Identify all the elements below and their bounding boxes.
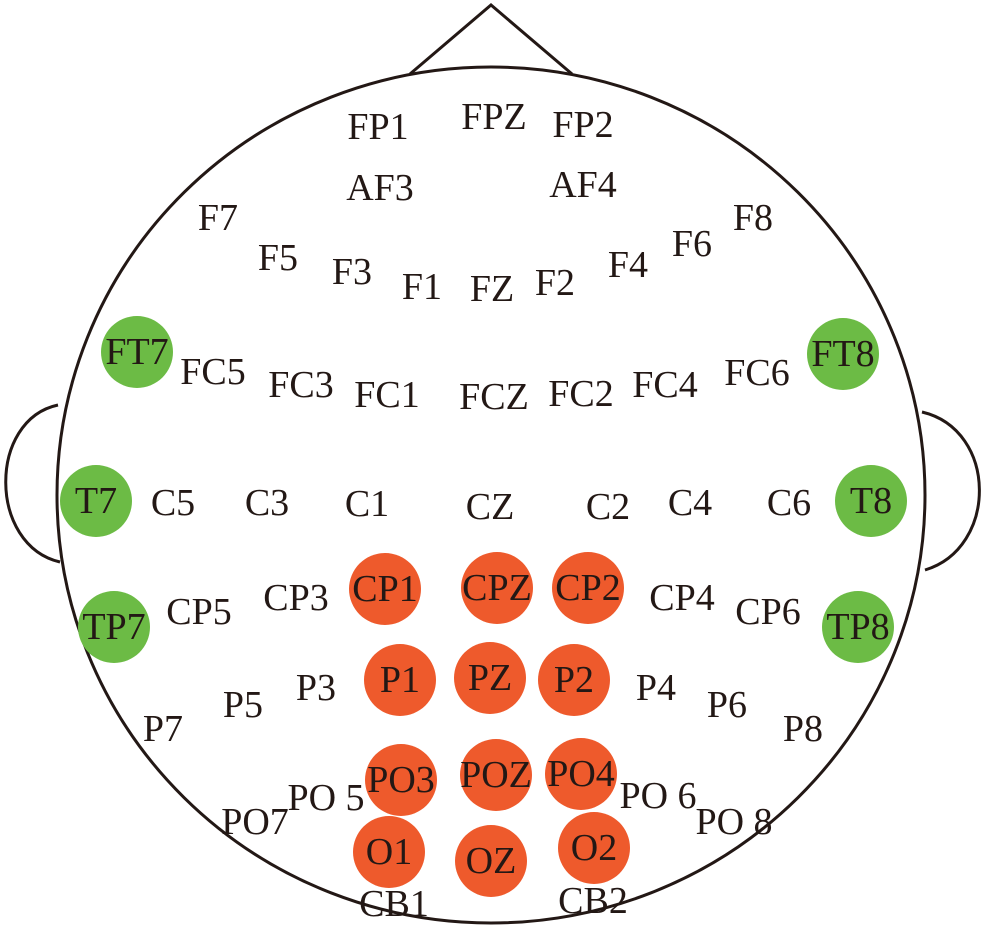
electrode-highlight-poz — [460, 739, 532, 811]
electrode-label-cpz: CPZ — [462, 567, 532, 609]
electrode-label-cp2: CP2 — [555, 567, 620, 609]
electrode-highlight-o2 — [558, 812, 630, 884]
nose — [409, 3, 573, 76]
electrode-label-fc1: FC1 — [354, 374, 419, 416]
electrode-highlight-po3 — [365, 744, 437, 816]
electrode-label-fp2: FP2 — [552, 104, 613, 146]
electrode-label-cb2: CB2 — [558, 880, 628, 922]
electrode-label-fc5: FC5 — [180, 351, 245, 393]
head-circle — [55, 65, 927, 925]
electrode-label-cp6: CP6 — [735, 591, 800, 633]
electrode-label-poz: POZ — [460, 754, 532, 796]
electrode-highlight-p1 — [364, 644, 436, 716]
electrode-label-p2: P2 — [554, 659, 594, 701]
electrode-label-fpz: FPZ — [461, 96, 526, 138]
electrode-highlight-oz — [455, 825, 527, 897]
electrode-label-cp4: CP4 — [649, 577, 714, 619]
electrode-label-cp5: CP5 — [166, 591, 231, 633]
left-ear — [4, 403, 61, 564]
electrode-label-oz: OZ — [466, 840, 517, 882]
electrode-label-af3: AF3 — [346, 167, 414, 209]
electrode-label-po8: PO 8 — [695, 801, 772, 843]
right-ear — [921, 410, 981, 572]
electrode-highlight-t8 — [835, 465, 907, 537]
electrode-label-ft8: FT8 — [811, 333, 874, 375]
electrode-label-p4: P4 — [636, 667, 676, 709]
electrode-label-cz: CZ — [466, 486, 515, 528]
electrode-label-tp7: TP7 — [82, 606, 145, 648]
electrode-highlight-tp8 — [822, 591, 894, 663]
electrode-label-p6: P6 — [707, 684, 747, 726]
electrode-label-tp8: TP8 — [826, 606, 889, 648]
electrode-label-fcz: FCZ — [459, 376, 529, 418]
electrode-label-fc2: FC2 — [548, 373, 613, 415]
electrode-label-c5: C5 — [151, 482, 195, 524]
electrode-label-p5: P5 — [223, 684, 263, 726]
electrode-label-p3: P3 — [296, 667, 336, 709]
head-outline — [4, 3, 981, 925]
electrode-highlight-ft7 — [101, 316, 173, 388]
electrode-label-f1: F1 — [402, 266, 442, 308]
electrode-label-c3: C3 — [245, 482, 289, 524]
electrode-markers — [60, 316, 907, 897]
electrode-label-cb1: CB1 — [359, 883, 429, 925]
electrode-label-fc3: FC3 — [268, 364, 333, 406]
electrode-label-po7: PO7 — [221, 801, 289, 843]
electrode-highlight-po4 — [545, 738, 617, 810]
electrode-label-po5: PO 5 — [287, 777, 364, 819]
electrode-label-fz: FZ — [470, 268, 514, 310]
electrode-label-c1: C1 — [345, 483, 389, 525]
electrode-label-cp3: CP3 — [263, 577, 328, 619]
electrode-label-fp1: FP1 — [347, 106, 408, 148]
electrode-label-pz: PZ — [468, 657, 512, 699]
electrode-highlight-ft8 — [807, 318, 879, 390]
electrode-label-o2: O2 — [571, 827, 617, 869]
electrode-highlight-t7 — [60, 465, 132, 537]
electrode-highlight-o1 — [353, 816, 425, 888]
electrode-label-po6: PO 6 — [619, 775, 696, 817]
electrode-label-fc6: FC6 — [724, 352, 789, 394]
electrode-label-f2: F2 — [535, 262, 575, 304]
electrode-highlight-cpz — [461, 552, 533, 624]
electrode-label-p1: P1 — [380, 659, 420, 701]
electrode-label-t8: T8 — [850, 480, 892, 522]
electrode-label-c2: C2 — [586, 486, 630, 528]
electrode-label-af4: AF4 — [549, 164, 617, 206]
electrode-label-fc4: FC4 — [632, 364, 697, 406]
electrode-label-po4: PO4 — [547, 753, 615, 795]
electrode-label-p8: P8 — [783, 708, 823, 750]
electrode-highlight-tp7 — [78, 591, 150, 663]
electrode-highlight-pz — [454, 642, 526, 714]
electrode-label-p7: P7 — [143, 708, 183, 750]
electrode-label-c6: C6 — [767, 482, 811, 524]
electrode-label-f3: F3 — [332, 251, 372, 293]
electrode-label-t7: T7 — [75, 480, 117, 522]
electrode-label-cp1: CP1 — [352, 568, 417, 610]
electrode-label-f8: F8 — [733, 197, 773, 239]
electrode-label-po3: PO3 — [367, 759, 435, 801]
electrode-label-f7: F7 — [198, 197, 238, 239]
electrode-label-f4: F4 — [608, 244, 648, 286]
electrode-label-ft7: FT7 — [105, 331, 168, 373]
electrode-label-f6: F6 — [672, 223, 712, 265]
electrode-highlight-cp1 — [349, 553, 421, 625]
electrode-label-o1: O1 — [366, 831, 412, 873]
electrode-label-f5: F5 — [258, 237, 298, 279]
electrode-highlight-cp2 — [552, 552, 624, 624]
electrode-label-c4: C4 — [668, 482, 712, 524]
electrode-highlight-p2 — [538, 644, 610, 716]
